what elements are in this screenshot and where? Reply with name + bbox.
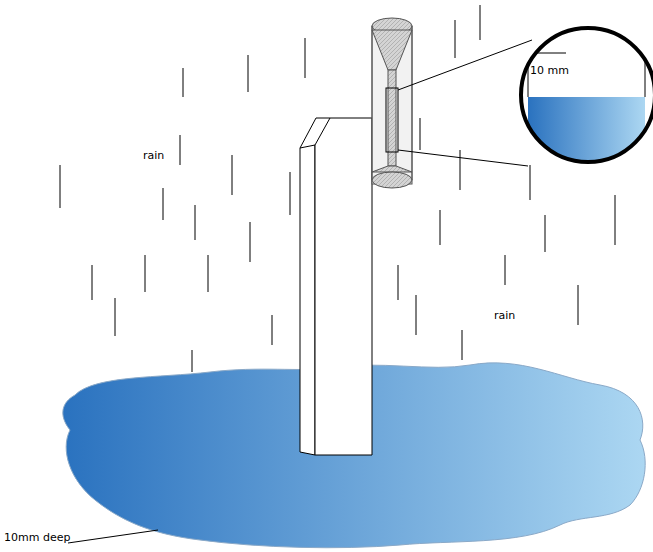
rain-stroke <box>290 172 291 215</box>
rain-stroke <box>250 222 251 262</box>
rain-stroke <box>232 155 233 195</box>
dimension-label: 10 mm <box>530 64 569 77</box>
rain-stroke <box>530 165 531 200</box>
rain-stroke <box>248 55 249 92</box>
rain-stroke <box>180 135 181 165</box>
rain-stroke <box>462 330 463 360</box>
rain-stroke <box>578 285 579 325</box>
rain-stroke <box>60 165 61 208</box>
post-side <box>300 145 315 455</box>
rain-stroke <box>455 20 456 58</box>
rain-stroke <box>305 38 306 78</box>
rain-stroke <box>505 255 506 285</box>
rain-stroke <box>192 350 193 372</box>
rain-stroke <box>416 295 417 335</box>
rain-stroke <box>208 255 209 292</box>
leader-line <box>68 530 158 543</box>
rain-stroke <box>460 150 461 190</box>
rain-stroke <box>272 315 273 345</box>
rain-stroke <box>615 195 616 245</box>
rain-stroke <box>420 118 421 150</box>
rain-stroke <box>163 188 164 220</box>
rain-stroke <box>398 265 399 300</box>
magnifier <box>386 20 653 190</box>
rain-gauge <box>372 18 412 188</box>
rain-stroke <box>92 265 93 300</box>
rain-label: rain <box>494 309 515 322</box>
depth-label: 10mm deep <box>4 531 70 544</box>
rain-stroke <box>115 298 116 336</box>
rain-label: rain <box>143 149 164 162</box>
rain-stroke <box>145 255 146 292</box>
rain-stroke <box>183 68 184 97</box>
rain-stroke <box>195 205 196 240</box>
rain-stroke <box>480 5 481 40</box>
rain-stroke <box>440 210 441 245</box>
rain-stroke <box>545 215 546 252</box>
post-front <box>315 118 372 455</box>
